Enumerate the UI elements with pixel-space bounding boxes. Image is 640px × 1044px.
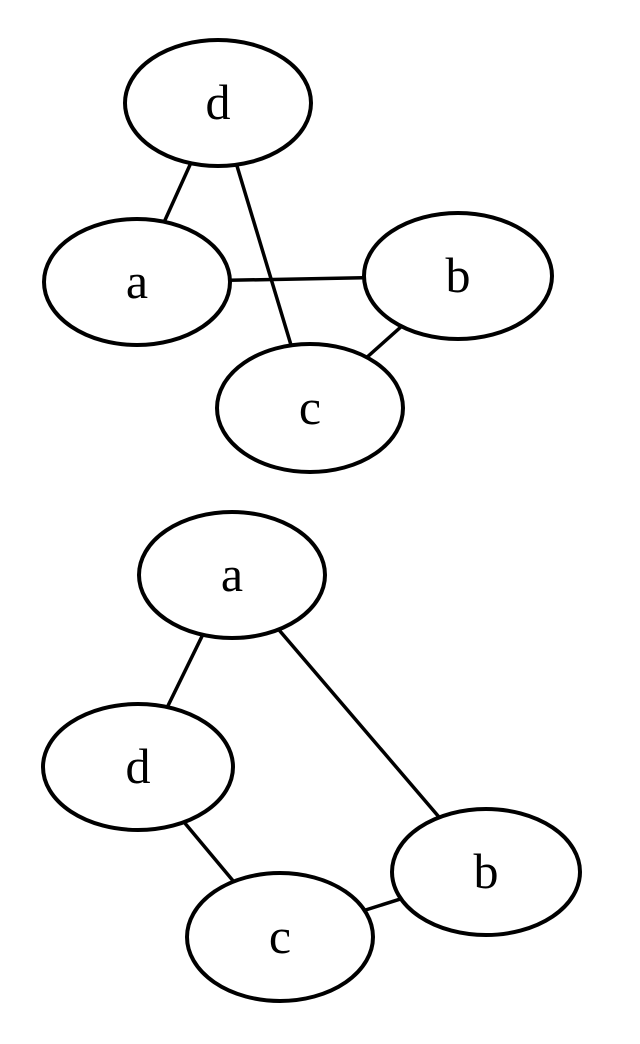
graph-node-b: b: [362, 211, 554, 341]
node-a-shape: [137, 510, 327, 640]
node-b-label: b: [474, 843, 499, 899]
node-c-shape: [215, 342, 405, 474]
node-c-shape: [185, 871, 375, 1003]
graph-bottom: a d b c: [41, 510, 582, 1003]
graph-node-d: d: [41, 702, 235, 832]
node-a-label: a: [221, 546, 243, 602]
node-a-shape: [42, 217, 232, 347]
node-d-label: d: [206, 74, 231, 130]
graph-top: d a b c: [42, 38, 554, 474]
node-d-shape: [41, 702, 235, 832]
graph-node-d: d: [123, 38, 313, 168]
node-d-label: d: [126, 738, 151, 794]
graph-node-a: a: [137, 510, 327, 640]
graph-node-a: a: [42, 217, 232, 347]
graph-node-c: c: [185, 871, 375, 1003]
graph-node-c: c: [215, 342, 405, 474]
node-c-label: c: [299, 379, 321, 435]
node-c-label: c: [269, 908, 291, 964]
graph-node-b: b: [390, 807, 582, 937]
node-a-label: a: [126, 253, 148, 309]
node-b-shape: [390, 807, 582, 937]
node-b-label: b: [446, 247, 471, 303]
node-b-shape: [362, 211, 554, 341]
node-d-shape: [123, 38, 313, 168]
